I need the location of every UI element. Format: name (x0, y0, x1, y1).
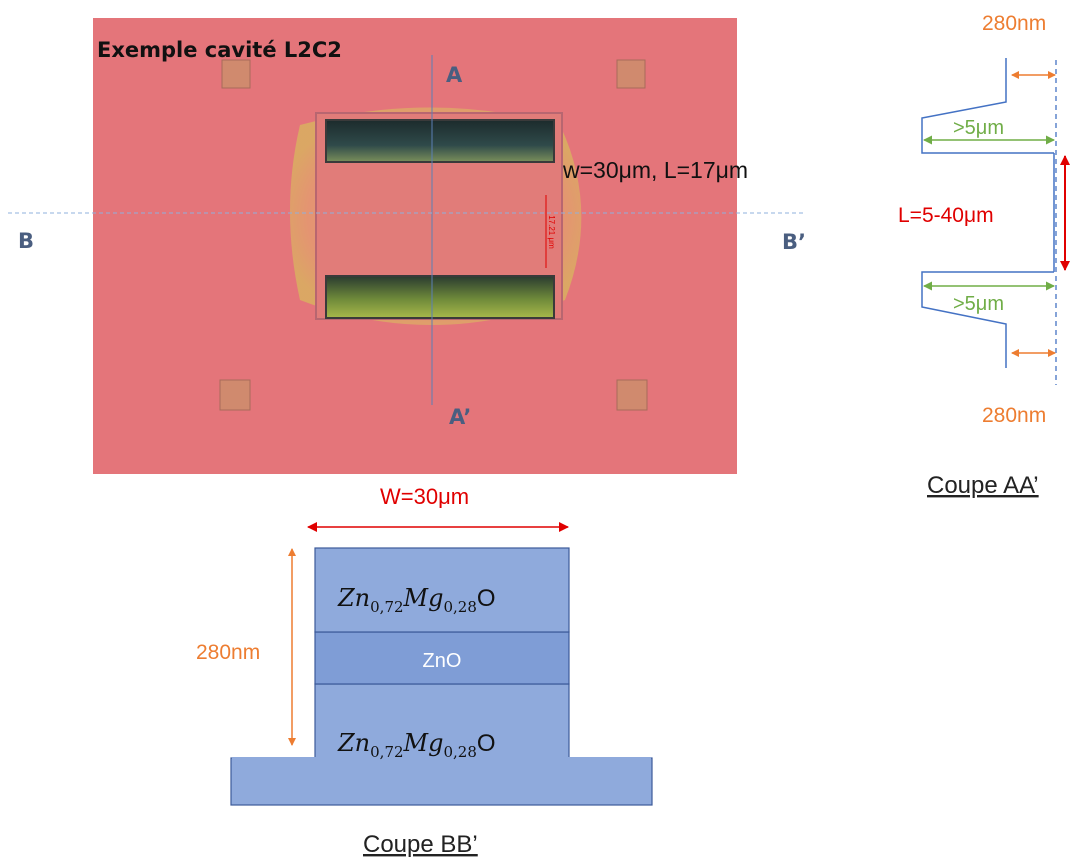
alignment-mark-bottom-right (616, 379, 648, 411)
aa-bottom-reflector-outline (921, 271, 1054, 368)
micrograph-title: Exemple cavité L2C2 (97, 38, 342, 62)
bb-bottom-layer-formula: Zn0,72Mg0,28O (337, 729, 496, 761)
cavity-dimensions: w=30μm, L=17μm (562, 157, 748, 183)
bottom-reflector-bar (325, 275, 555, 319)
bb-width: W=30μm (380, 484, 469, 509)
aa-top-width: >5μm (953, 117, 1004, 139)
aa-bottom-thickness: 280nm (982, 404, 1046, 427)
bb-middle-layer-label: ZnO (423, 650, 462, 672)
aa-caption: Coupe AA’ (927, 472, 1039, 499)
alignment-mark-bottom-left (219, 379, 251, 411)
bb-top-layer (314, 547, 570, 633)
aa-top-reflector-outline (921, 58, 1054, 154)
bb-caption: Coupe BB’ (363, 831, 478, 858)
label-b-prime: B’ (782, 230, 806, 254)
aa-top-thickness: 280nm (982, 12, 1046, 35)
bb-middle-layer (314, 631, 570, 685)
aa-length: L=5-40μm (898, 204, 994, 227)
alignment-mark-top-right (616, 59, 646, 89)
bb-height: 280nm (196, 641, 260, 664)
label-b: B (18, 229, 34, 253)
bb-substrate (230, 757, 653, 806)
top-reflector-bar (325, 119, 555, 163)
bb-top-layer-formula: Zn0,72Mg0,28O (337, 584, 496, 616)
micrograph: 17.21 μm (93, 18, 737, 474)
scale-bar-label: 17.21 μm (547, 215, 556, 249)
section-bb: W=30μm 280nm Zn0,72Mg0,28O ZnO Zn0,72Mg0… (196, 484, 653, 858)
label-a-prime: A’ (449, 405, 471, 429)
label-a: A (446, 63, 463, 87)
aa-bottom-width: >5μm (953, 293, 1004, 315)
section-aa: 280nm >5μm L=5-40μm >5μm 280nm Coupe AA’ (898, 12, 1070, 499)
alignment-mark-top-left (221, 59, 251, 89)
bb-layer-joint (232, 757, 651, 760)
